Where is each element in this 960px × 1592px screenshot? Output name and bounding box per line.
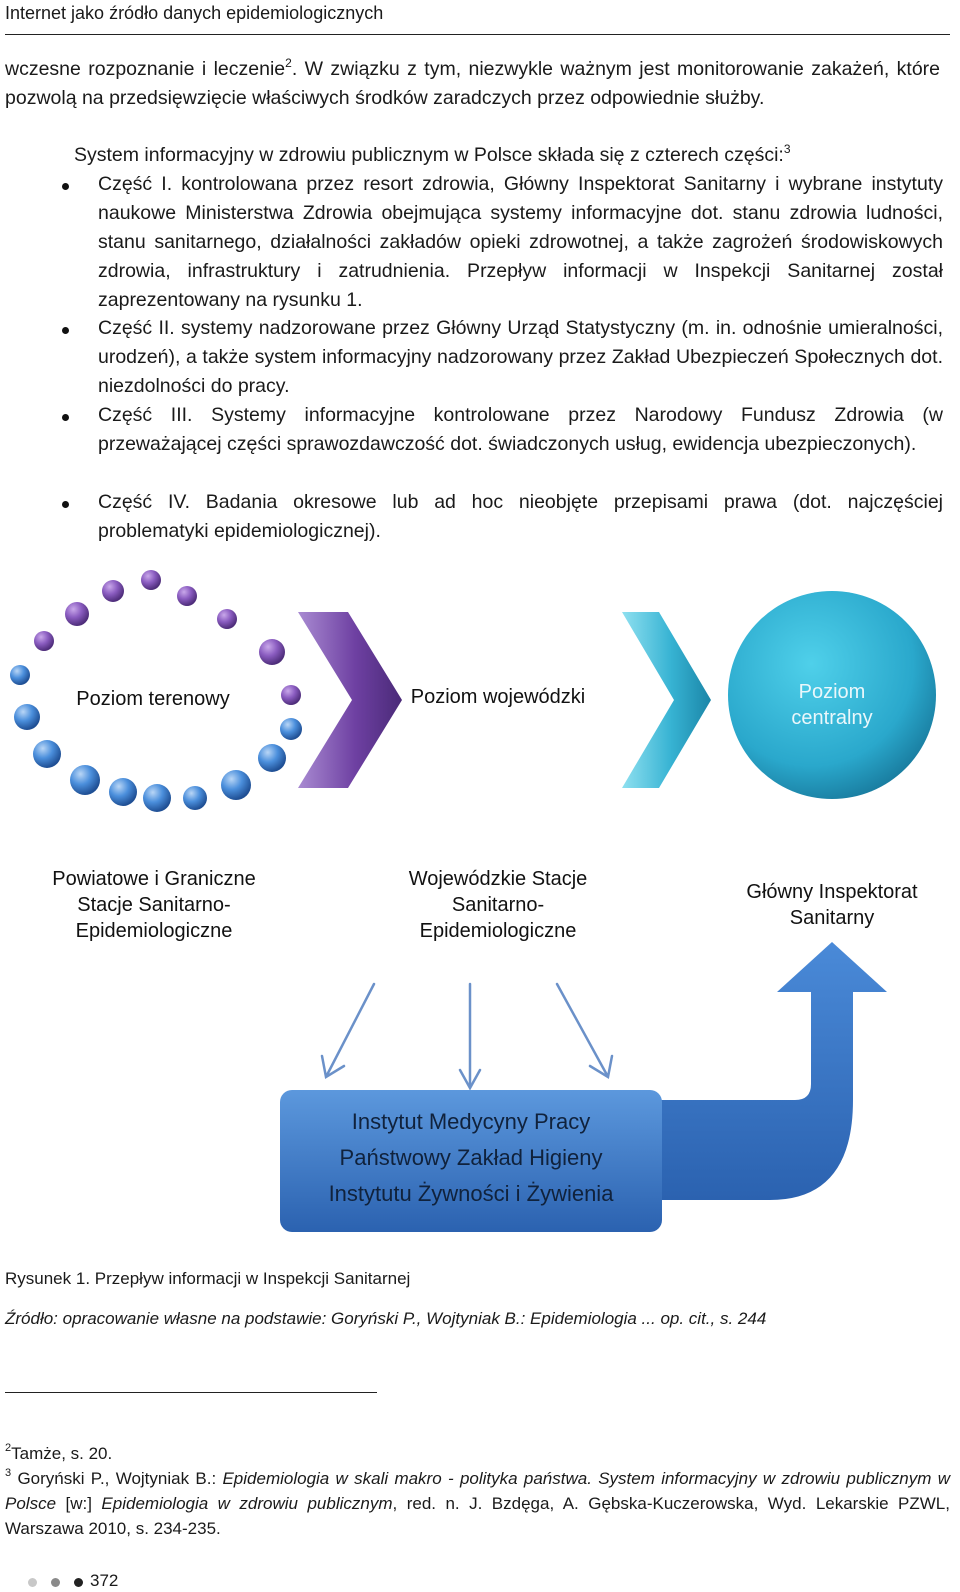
- footnote-2: 2Tamże, s. 20.: [5, 1441, 950, 1466]
- page-dot-dark: [74, 1578, 83, 1587]
- label-central-line-2: centralny: [791, 707, 873, 729]
- footnote-3-in: [w:]: [56, 1494, 102, 1513]
- sphere: [102, 580, 124, 602]
- chevron-purple-icon: [298, 612, 402, 788]
- footnote-2-number: 2: [5, 1442, 12, 1454]
- county-stations-line-2: Stacje Sanitarno-: [77, 894, 231, 916]
- central-level-circle: [728, 591, 936, 799]
- sphere: [143, 784, 171, 812]
- footnote-3-authors: Goryński P., Wojtyniak B.:: [17, 1469, 223, 1488]
- institute-3: Instytutu Żywności i Żywienia: [328, 1181, 614, 1206]
- sphere: [281, 685, 301, 705]
- sphere: [217, 609, 237, 629]
- chief-inspectorate-line-2: Sanitarny: [789, 907, 875, 929]
- footnote-3-publisher: , red. n. J. Bzdęga, A. Gębska-Kuczerows…: [5, 1494, 950, 1538]
- institutes-label: Instytut Medycyny Pracy Państwowy Zakład…: [284, 1104, 658, 1212]
- sphere: [34, 631, 54, 651]
- label-field-level: Poziom terenowy: [76, 688, 230, 710]
- sphere: [10, 665, 30, 685]
- down-arrows: [320, 982, 614, 1091]
- running-header-title: Internet jako źródło danych epidemiologi…: [5, 3, 384, 23]
- list-item-part-3: Część III. Systemy informacyjne kontrolo…: [98, 404, 943, 455]
- sphere: [221, 770, 251, 800]
- arrow-left-head-icon: [320, 1054, 346, 1080]
- label-central-line-1: Poziom: [798, 681, 866, 703]
- sphere: [70, 765, 100, 795]
- bullet-part-3: [62, 414, 69, 421]
- label-voivodeship-stations: Wojewódzkie Stacje Sanitarno- Epidemiolo…: [370, 866, 626, 944]
- institutes-box: [280, 1090, 662, 1232]
- intro-text-end: . W związku z tym, niezwykle ważnym jest…: [5, 58, 940, 109]
- sphere: [177, 586, 197, 606]
- intro-text-start: wczesne rozpoznanie i leczenie: [5, 58, 286, 80]
- label-county-stations: Powiatowe i Graniczne Stacje Sanitarno- …: [20, 866, 288, 944]
- sphere: [33, 740, 61, 768]
- figure-source: Źródło: opracowanie własne na podstawie:…: [5, 1309, 767, 1328]
- page-number: 372: [90, 1571, 119, 1590]
- footnote-3: 3 Goryński P., Wojtyniak B.: Epidemiolog…: [5, 1466, 950, 1541]
- footnote-3-number: 3: [5, 1467, 12, 1479]
- running-header: Internet jako źródło danych epidemiologi…: [5, 0, 950, 35]
- intro-paragraph: wczesne rozpoznanie i leczenie2. W związ…: [5, 55, 940, 113]
- footnote-3-title: Epidemiologia w skali makro - polityka p…: [5, 1469, 950, 1513]
- institute-1: Instytut Medycyny Pracy: [351, 1109, 591, 1134]
- list-item-part-4: Część IV. Badania okresowe lub ad hoc ni…: [98, 491, 943, 542]
- flow-diagram: [10, 570, 936, 1232]
- arrow-right-head-icon: [588, 1054, 614, 1080]
- footnote-ref-3[interactable]: 3: [783, 142, 791, 156]
- sphere: [258, 744, 286, 772]
- bullet-part-1: [62, 183, 69, 190]
- sphere: [65, 602, 89, 626]
- page-dot-light: [28, 1578, 37, 1587]
- footnote-rule: [5, 1392, 377, 1393]
- sphere: [183, 786, 207, 810]
- arrow-left-icon: [325, 982, 376, 1077]
- list-item-part-2: Część II. systemy nadzorowane przez Głów…: [98, 317, 943, 397]
- system-sentence-text: System informacyjny w zdrowiu publicznym…: [74, 144, 784, 166]
- voivodeship-stations-line-1: Wojewódzkie Stacje: [408, 868, 588, 890]
- footnote-3-book: Epidemiologia w zdrowiu publicznym: [101, 1494, 393, 1513]
- county-stations-line-3: Epidemiologiczne: [75, 920, 233, 942]
- sphere: [280, 718, 302, 740]
- chief-inspectorate-line-1: Główny Inspektorat: [746, 881, 918, 903]
- county-stations-line-1: Powiatowe i Graniczne: [52, 868, 256, 890]
- system-sentence: System informacyjny w zdrowiu publicznym…: [74, 141, 944, 170]
- bullet-part-4: [62, 501, 69, 508]
- chevron-teal-icon: [622, 612, 711, 788]
- sphere: [141, 570, 161, 590]
- figure-caption: Rysunek 1. Przepływ informacji w Inspekc…: [5, 1269, 411, 1288]
- field-level-spheres: [10, 570, 302, 812]
- arrow-mid-head-icon: [458, 1068, 482, 1091]
- label-chief-inspectorate: Główny Inspektorat Sanitarny: [722, 879, 942, 931]
- sphere: [259, 639, 285, 665]
- list-item-part-1: Część I. kontrolowana przez resort zdrow…: [98, 173, 943, 311]
- sphere: [109, 778, 137, 806]
- label-voivodeship-level: Poziom wojewódzki: [410, 686, 586, 708]
- footnote-2-text: Tamże, s. 20.: [11, 1444, 113, 1463]
- sphere: [14, 704, 40, 730]
- footnote-ref-2[interactable]: 2: [285, 56, 292, 70]
- up-arrow-icon: [652, 942, 887, 1200]
- label-central-level: Poziom centralny: [752, 679, 912, 731]
- institute-2: Państwowy Zakład Higieny: [339, 1145, 603, 1170]
- voivodeship-stations-line-2: Sanitarno-: [451, 894, 545, 916]
- arrow-right-icon: [555, 982, 609, 1077]
- page-dot-mid: [51, 1578, 60, 1587]
- voivodeship-stations-line-3: Epidemiologiczne: [419, 920, 577, 942]
- bullet-part-2: [62, 327, 69, 334]
